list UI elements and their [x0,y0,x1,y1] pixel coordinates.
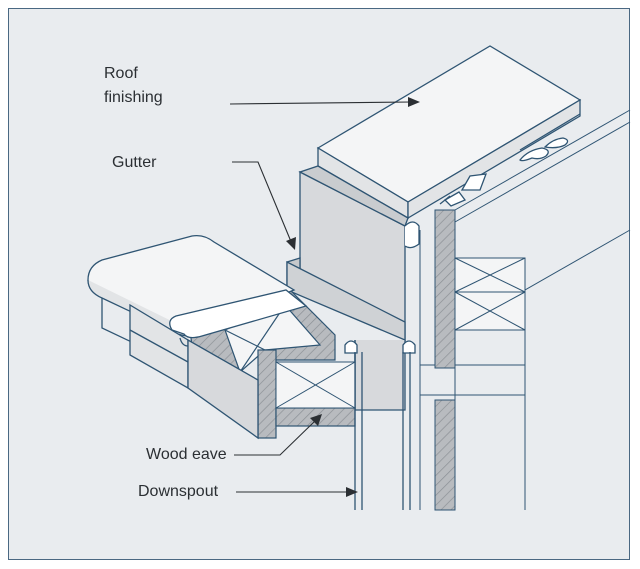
wood-eave-arrowhead [310,414,322,426]
leader-lines [229,101,413,493]
gutter-front-lip [169,289,308,347]
roof-leader-line [229,101,413,105]
wood-eave-label: Wood eave [146,446,227,463]
downspout-label: Downspout [138,483,219,500]
cross-brace-block [454,257,526,331]
roof-arrowhead [408,97,420,107]
roof-label-line2: finishing [104,89,163,106]
downspout [354,352,411,510]
roof-finishing-board [316,45,582,220]
wood-eave-leader-line [234,419,317,456]
gutter-label: Gutter [112,154,157,171]
gutter-body [286,165,420,411]
downspout-arrowhead [346,487,358,497]
wall-studs [419,209,456,511]
roof-label-line1: Roof [104,65,138,82]
gutter-arrowhead [286,237,296,250]
gutter-leader-line [232,161,293,245]
eave-bracket [275,361,356,409]
leader-arrowheads [286,97,420,497]
roof-seam-clips [439,113,581,207]
gutter-outlet-flanges [344,340,416,354]
